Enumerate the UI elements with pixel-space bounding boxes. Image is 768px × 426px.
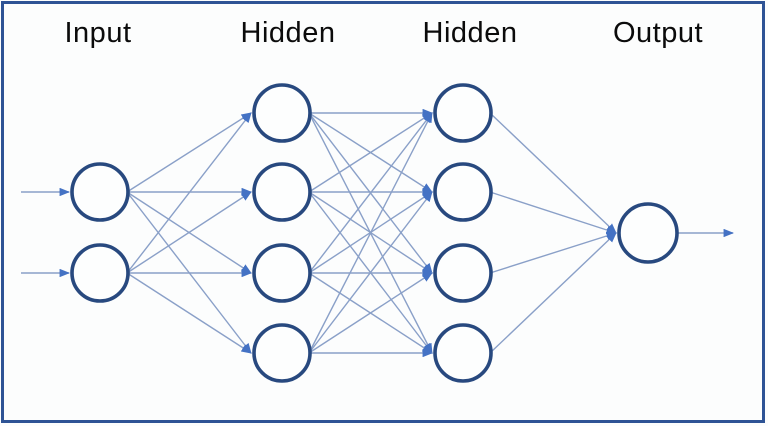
connection-arrow [308, 112, 433, 193]
connection-arrow [126, 112, 252, 274]
connection-arrow [308, 272, 433, 354]
hidden1-node [252, 83, 312, 143]
hidden2-node [433, 243, 493, 303]
connection-arrow [489, 231, 618, 274]
hidden2-node [433, 323, 493, 383]
connection-arrow [489, 232, 617, 354]
input-node [70, 162, 130, 222]
layer-label-input: Input [64, 17, 132, 49]
hidden1-node [252, 162, 312, 222]
connection-arrow [308, 112, 433, 354]
hidden2-node [433, 83, 493, 143]
connection-arrow [126, 112, 252, 193]
connection-arrow [126, 272, 252, 354]
input-node [70, 243, 130, 303]
layer-label-output: Output [612, 17, 704, 49]
connection-arrow [308, 112, 433, 274]
hidden2-node [433, 162, 493, 222]
connection-arrow [489, 191, 617, 235]
hidden1-node [252, 243, 312, 303]
layer-label-hidden-2: Hidden [422, 17, 518, 49]
layer-label-hidden-1: Hidden [240, 17, 336, 49]
hidden1-node [252, 323, 312, 383]
connection-arrow [308, 191, 433, 354]
connection-arrow [489, 112, 617, 234]
output-node [617, 202, 679, 264]
connection-arrow [126, 191, 252, 274]
